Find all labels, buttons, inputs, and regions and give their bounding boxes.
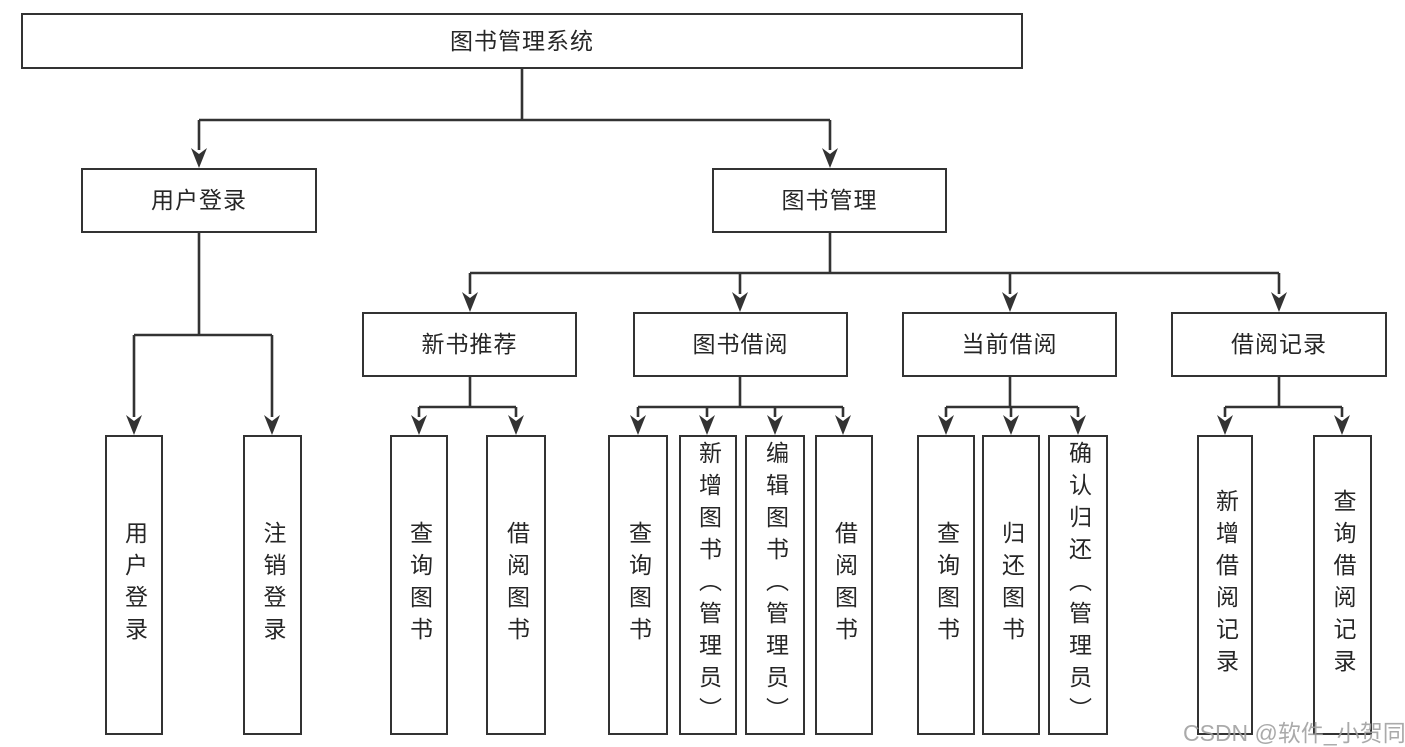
leaf-label: 借阅图书 <box>503 521 530 649</box>
leaf-label: 确认归还（管理员） <box>1065 441 1092 729</box>
leaf-add-borrow-record: 新增借阅记录 <box>1197 435 1253 735</box>
leaf-label: 用户登录 <box>121 521 148 649</box>
leaf-borrow-books-newbook: 借阅图书 <box>486 435 546 735</box>
node-user-login: 用户登录 <box>81 168 317 233</box>
arrowheads <box>126 148 1350 435</box>
leaf-label: 新增图书（管理员） <box>695 441 722 729</box>
leaf-query-borrow-record: 查询借阅记录 <box>1313 435 1372 735</box>
node-library-management-system: 图书管理系统 <box>21 13 1023 69</box>
leaf-edit-book-admin: 编辑图书（管理员） <box>745 435 805 735</box>
leaf-label: 新增借阅记录 <box>1212 489 1239 681</box>
node-current-borrowing: 当前借阅 <box>902 312 1117 377</box>
leaf-query-books-current: 查询图书 <box>917 435 975 735</box>
leaf-add-book-admin: 新增图书（管理员） <box>679 435 737 735</box>
leaf-query-books-borrowing: 查询图书 <box>608 435 668 735</box>
leaf-return-book: 归还图书 <box>982 435 1040 735</box>
leaf-user-login: 用户登录 <box>105 435 163 735</box>
node-borrowing-records: 借阅记录 <box>1171 312 1387 377</box>
node-book-management: 图书管理 <box>712 168 947 233</box>
leaf-label: 注销登录 <box>260 521 286 649</box>
leaf-label: 查询图书 <box>933 521 960 649</box>
node-book-borrowing: 图书借阅 <box>633 312 848 377</box>
node-new-book-recommendation: 新书推荐 <box>362 312 577 377</box>
leaf-label: 查询图书 <box>406 521 433 649</box>
leaf-query-books-newbook: 查询图书 <box>390 435 448 735</box>
leaf-logout: 注销登录 <box>243 435 302 735</box>
leaf-label: 借阅图书 <box>831 521 858 649</box>
watermark-csdn: CSDN @软件_小贺同学 <box>1183 720 1405 746</box>
leaf-label: 查询图书 <box>625 521 652 649</box>
leaf-label: 归还图书 <box>998 521 1025 649</box>
leaf-label: 查询借阅记录 <box>1330 489 1356 681</box>
leaf-label: 编辑图书（管理员） <box>762 441 789 729</box>
leaf-confirm-return-admin: 确认归还（管理员） <box>1048 435 1108 735</box>
leaf-borrow-books-borrowing: 借阅图书 <box>815 435 873 735</box>
